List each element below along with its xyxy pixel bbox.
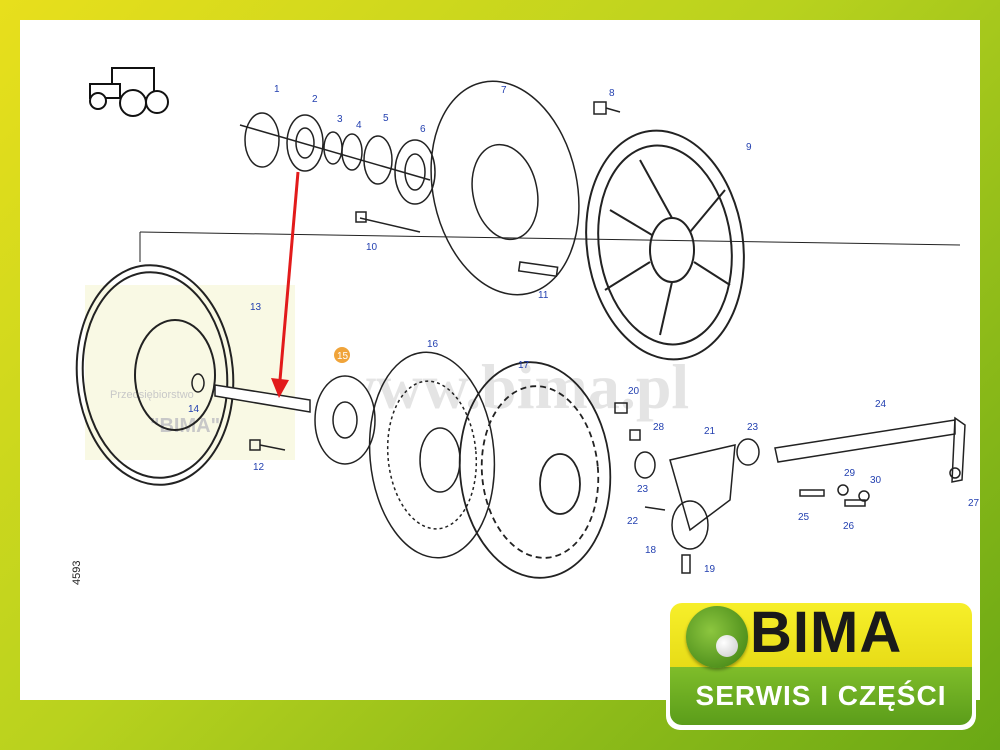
part-label-9: 9 bbox=[746, 142, 752, 153]
part-label-28: 28 bbox=[653, 422, 665, 433]
part-label-29: 29 bbox=[844, 468, 856, 479]
part-19-nipple bbox=[681, 554, 691, 574]
part-label-16: 16 bbox=[427, 339, 439, 350]
part-23-bearing bbox=[634, 451, 656, 479]
part-label-22: 22 bbox=[627, 516, 639, 527]
part-4-ring bbox=[341, 133, 363, 171]
watermark-url: www.bima.pl bbox=[330, 351, 689, 422]
part-label-18: 18 bbox=[645, 545, 657, 556]
part-26-pin bbox=[844, 499, 866, 507]
part-label-11: 11 bbox=[538, 290, 549, 301]
part-25-pin bbox=[799, 489, 825, 497]
tractor-icon bbox=[89, 67, 169, 117]
part-10-bolt bbox=[359, 217, 421, 233]
part-label-26: 26 bbox=[843, 521, 855, 532]
part-24-lever-shaft bbox=[774, 416, 966, 483]
part-8-bolt bbox=[593, 101, 621, 115]
part-label-23a: 23 bbox=[637, 484, 649, 495]
drawing-number: 4593 bbox=[71, 561, 83, 585]
part-label-3: 3 bbox=[337, 114, 343, 125]
part-label-8: 8 bbox=[609, 88, 615, 99]
part-label-6: 6 bbox=[420, 124, 426, 135]
logo-tagline: SERWIS I CZĘŚCI bbox=[695, 680, 947, 711]
part-1-circlip bbox=[244, 112, 280, 168]
logo-ball-highlight bbox=[716, 635, 738, 657]
part-label-4: 4 bbox=[356, 120, 362, 131]
part-21-fork bbox=[669, 444, 736, 532]
part-29-washer bbox=[837, 484, 849, 496]
part-label-17: 17 bbox=[518, 360, 530, 371]
part-9-housing bbox=[585, 129, 745, 361]
part-3-ring bbox=[323, 131, 343, 165]
part-11-pin bbox=[517, 261, 559, 278]
part-label-15: 15 bbox=[337, 351, 349, 362]
part-label-12: 12 bbox=[253, 462, 265, 473]
part-22-pin bbox=[644, 506, 666, 511]
part-27-nut bbox=[949, 467, 961, 479]
part-label-25: 25 bbox=[798, 512, 810, 523]
part-6-bearing bbox=[394, 139, 436, 205]
part-label-14: 14 bbox=[188, 404, 200, 415]
part-2-seal bbox=[286, 114, 324, 172]
part-label-10: 10 bbox=[366, 242, 378, 253]
part-label-27: 27 bbox=[968, 498, 980, 509]
part-13-flywheel bbox=[75, 264, 235, 486]
part-label-5: 5 bbox=[383, 113, 389, 124]
part-12-bolt bbox=[249, 439, 286, 451]
part-28-bolt bbox=[629, 429, 641, 441]
highlight-arrow bbox=[271, 171, 300, 398]
part-label-20: 20 bbox=[628, 386, 640, 397]
watermark-stamp-name: "BIMA" bbox=[150, 415, 220, 437]
part-label-7: 7 bbox=[501, 85, 507, 96]
logo-bottom-band bbox=[670, 667, 972, 725]
part-14-bearing bbox=[191, 373, 205, 393]
part-7-plate bbox=[430, 80, 580, 296]
part-label-24: 24 bbox=[875, 399, 887, 410]
part-label-2: 2 bbox=[312, 94, 318, 105]
part-label-19: 19 bbox=[704, 564, 716, 575]
part-label-1: 1 bbox=[274, 84, 280, 95]
part-20-bolt bbox=[614, 402, 628, 414]
part-5-ring bbox=[363, 135, 393, 185]
logo-ball-icon bbox=[686, 606, 748, 668]
part-17-pressure-plate bbox=[458, 361, 612, 579]
part-15-marker bbox=[334, 347, 350, 363]
part-label-13: 13 bbox=[250, 302, 262, 313]
part-label-30: 30 bbox=[870, 475, 882, 486]
part-18-bearing-carrier bbox=[671, 500, 709, 550]
shaft bbox=[214, 375, 376, 465]
watermark-stamp-line: Przedsiębiorstwo bbox=[110, 389, 194, 401]
part-30-nut bbox=[858, 490, 870, 502]
part-label-21: 21 bbox=[704, 426, 716, 437]
watermark-stamp-box bbox=[85, 285, 295, 460]
part-label-23b: 23 bbox=[747, 422, 759, 433]
logo-brand-name: BIMA bbox=[750, 600, 903, 665]
